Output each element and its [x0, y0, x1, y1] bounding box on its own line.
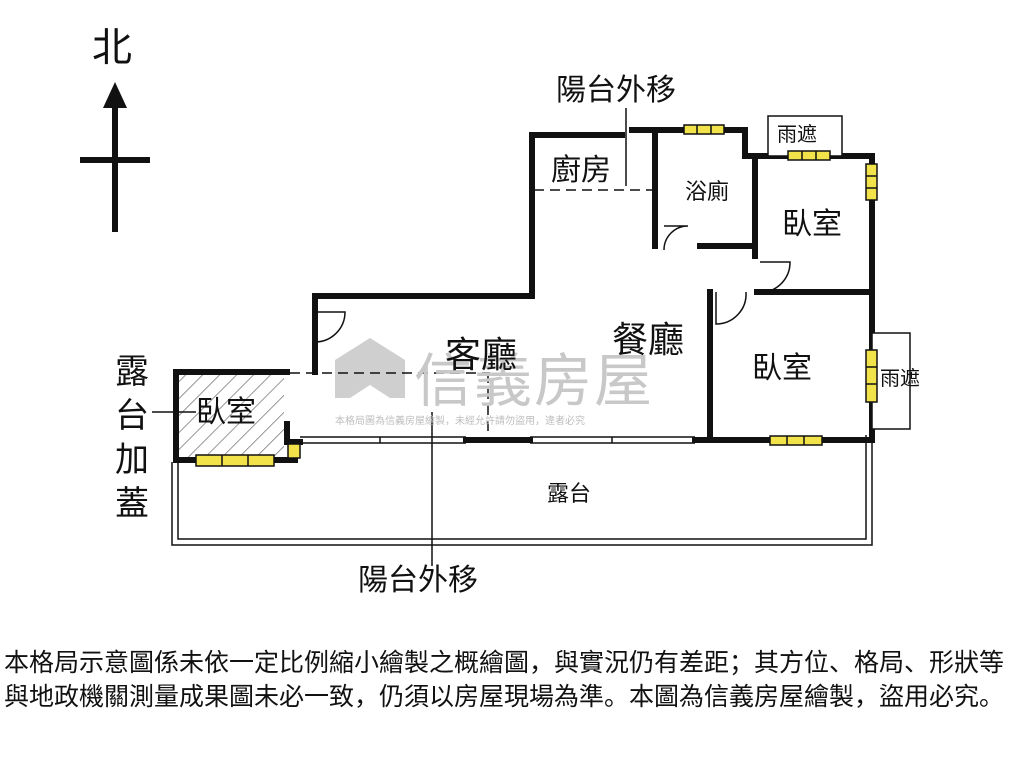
watermark-logo-icon: [335, 338, 405, 398]
floor-plan: [80, 82, 911, 566]
room-bedroom-west: 臥室: [196, 395, 256, 430]
covered-terrace-hatch: [176, 372, 284, 458]
room-bathroom: 浴廁: [685, 180, 730, 205]
note-awning-top: 雨遮: [777, 122, 817, 146]
north-arrow-icon: [80, 82, 150, 232]
note-balcony-moved-top: 陽台外移: [556, 73, 676, 108]
note-terrace-addition: 露台加蓋: [115, 352, 149, 524]
note-balcony-moved-bottom: 陽台外移: [358, 563, 478, 598]
room-bedroom-northeast: 臥室: [782, 207, 842, 242]
terrace-outline: [171, 435, 873, 546]
north-label: 北: [92, 25, 132, 71]
awnings: [767, 115, 911, 430]
sliding-doors: [300, 436, 695, 444]
room-terrace: 露台: [547, 482, 592, 507]
watermark-notice: 本格局圖為信義房屋繪製，未經允許請勿盜用，違者必究: [335, 416, 585, 427]
note-awning-right: 雨遮: [880, 366, 920, 390]
leader-lines: [152, 108, 627, 566]
windows: [195, 124, 878, 467]
disclaimer-text: 本格局示意圖係未依一定比例縮小繪製之概繪圖，與實況仍有差距；其方位、格局、形狀等…: [4, 648, 1005, 711]
room-bedroom-east: 臥室: [752, 351, 812, 386]
door-swings: [314, 225, 791, 343]
room-living: 客廳: [445, 335, 518, 376]
walls: [173, 127, 875, 463]
dashed-boundaries: [290, 189, 653, 436]
room-dining: 餐廳: [612, 320, 685, 361]
watermark-brand: 信義房屋: [414, 347, 655, 415]
room-kitchen: 廚房: [551, 153, 611, 188]
